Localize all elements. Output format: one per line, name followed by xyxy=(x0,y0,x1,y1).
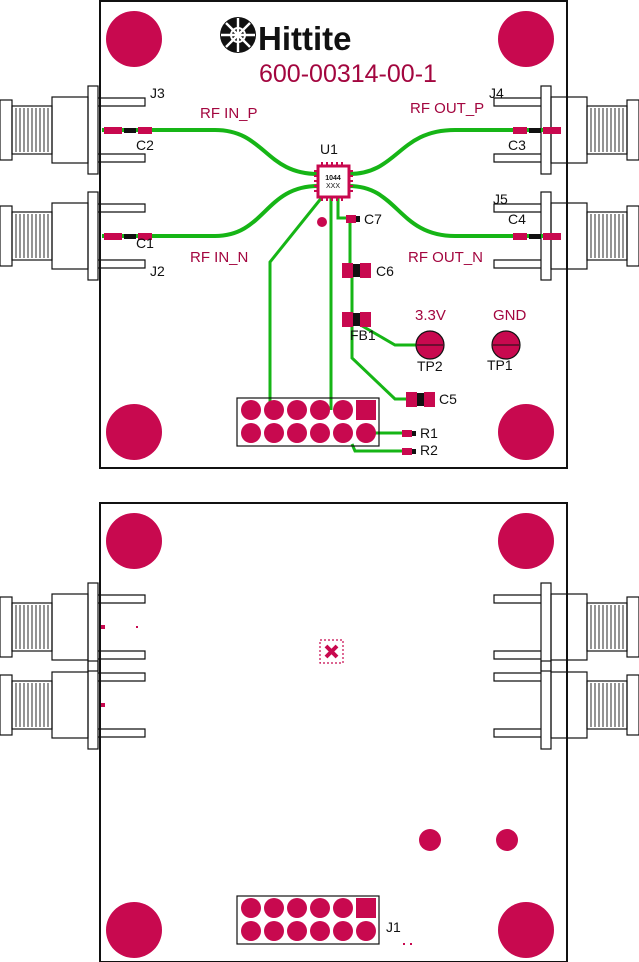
net-gnd: GND xyxy=(493,307,527,324)
ic-marking: 1044 xyxy=(325,175,341,182)
net-rf-in-n: RF IN_N xyxy=(190,249,248,266)
cap-c7 xyxy=(346,215,360,223)
mounting-hole xyxy=(498,902,554,958)
header-top xyxy=(236,397,380,447)
cap-c6 xyxy=(342,263,371,278)
net-rf-out-n: RF OUT_N xyxy=(408,249,483,266)
ref-j3: J3 xyxy=(150,85,165,101)
cap-c3 xyxy=(513,127,561,134)
pad xyxy=(410,943,412,945)
mounting-hole xyxy=(498,513,554,569)
header-j1 xyxy=(236,895,380,945)
resistor-r2 xyxy=(402,448,416,455)
ref-r1: R1 xyxy=(420,425,438,441)
test-point-pad xyxy=(419,829,441,851)
bottom-view: J1 xyxy=(0,502,639,962)
via xyxy=(317,217,327,227)
brand-name: Hittite xyxy=(258,20,352,57)
ic-footprint-bottom xyxy=(319,639,344,664)
hittite-logo: Hittite xyxy=(220,17,352,57)
ic-u1: 1044 XXX xyxy=(314,162,353,201)
mounting-hole xyxy=(106,404,162,460)
ref-c1: C1 xyxy=(136,235,154,251)
top-view: Hittite 600-00314-00-1 xyxy=(0,0,639,469)
cap-c2 xyxy=(104,127,152,134)
test-point-pad xyxy=(496,829,518,851)
ref-u1: U1 xyxy=(320,141,338,157)
ref-c5: C5 xyxy=(439,391,457,407)
resistor-r1 xyxy=(402,430,416,437)
test-point-tp1 xyxy=(491,330,521,360)
ferrite-fb1 xyxy=(342,312,371,327)
ref-j5: J5 xyxy=(493,191,508,207)
cap-c1 xyxy=(104,233,152,240)
ref-c4: C4 xyxy=(508,211,526,227)
ref-tp2: TP2 xyxy=(417,358,443,374)
ref-r2: R2 xyxy=(420,442,438,458)
cap-c4 xyxy=(513,233,561,240)
mounting-hole xyxy=(106,902,162,958)
mounting-hole xyxy=(498,404,554,460)
mounting-hole xyxy=(106,11,162,67)
ref-c6: C6 xyxy=(376,263,394,279)
ref-c3: C3 xyxy=(508,137,526,153)
pad xyxy=(101,703,105,707)
rf-traces xyxy=(102,128,560,238)
ref-c2: C2 xyxy=(136,137,154,153)
ref-j1: J1 xyxy=(386,919,401,935)
ref-fb1: FB1 xyxy=(350,327,376,343)
pad xyxy=(101,625,105,629)
mounting-hole xyxy=(106,513,162,569)
cap-c5 xyxy=(406,392,435,407)
ref-tp1: TP1 xyxy=(487,357,513,373)
ref-c7: C7 xyxy=(364,211,382,227)
ref-j2: J2 xyxy=(150,263,165,279)
net-rf-in-p: RF IN_P xyxy=(200,105,258,122)
pad xyxy=(403,943,405,945)
mounting-hole xyxy=(498,11,554,67)
ref-j4: J4 xyxy=(489,85,504,101)
test-point-tp2 xyxy=(415,330,445,360)
board-outline-bottom xyxy=(99,502,568,962)
ic-marking-lot: XXX xyxy=(326,183,340,190)
pad xyxy=(136,626,138,628)
net-3v3: 3.3V xyxy=(415,307,446,324)
net-rf-out-p: RF OUT_P xyxy=(410,100,484,117)
part-number: 600-00314-00-1 xyxy=(259,60,437,88)
